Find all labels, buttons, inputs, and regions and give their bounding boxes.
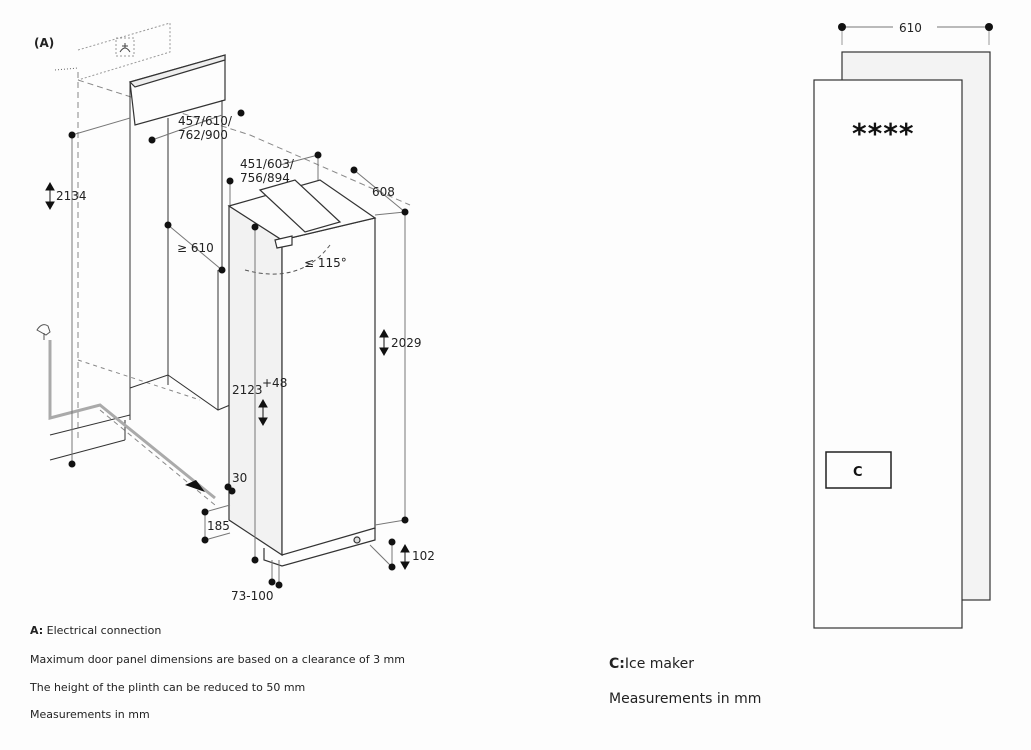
dimension-lines xyxy=(71,114,406,585)
door-opening-arc xyxy=(244,244,331,275)
note-text: Measurements in mm xyxy=(30,708,150,721)
note-text: The height of the plinth can be reduced … xyxy=(30,681,306,694)
water-hose xyxy=(48,340,216,500)
note-measurements-right: Measurements in mm xyxy=(609,691,761,707)
note-text: Maximum door panel dimensions are based … xyxy=(30,653,405,666)
note-ice-maker: C:Ice maker xyxy=(609,656,694,672)
note-text: Ice maker xyxy=(624,656,694,672)
width-dot-right xyxy=(985,23,993,31)
callout-a-label: (A) xyxy=(34,36,54,50)
note-door-panel-clearance: Maximum door panel dimensions are based … xyxy=(30,653,405,666)
dim-door-width-line2: 756/894 xyxy=(240,171,290,185)
dim-door-panel-height: 2123 xyxy=(232,383,263,397)
water-tap-icon xyxy=(36,324,51,340)
dim-plinth-depth: 185 xyxy=(207,519,230,533)
dimension-dots xyxy=(68,109,409,589)
ice-maker-label: C xyxy=(853,465,863,480)
dim-toe-kick: 73-100 xyxy=(231,589,274,603)
height-arrow-102-icon xyxy=(400,543,410,571)
height-arrow-2029-icon xyxy=(379,328,389,357)
dim-side-gap: 30 xyxy=(232,471,247,485)
hose-arrow-icon xyxy=(185,480,205,492)
width-dot-left xyxy=(838,23,846,31)
dim-door-panel-tolerance: +48 xyxy=(262,376,287,390)
dim-door-angle: ≤ 115° xyxy=(304,256,347,270)
note-measurements-left: Measurements in mm xyxy=(30,708,150,721)
dim-min-depth: ≥ 610 xyxy=(177,241,214,255)
dim-plinth-height: 102 xyxy=(412,549,435,563)
callout-leader xyxy=(54,67,79,71)
note-text: Measurements in mm xyxy=(609,691,762,707)
note-text: Electrical connection xyxy=(46,624,162,637)
front-door-panel xyxy=(813,79,963,629)
dim-panel-width-line2: 762/900 xyxy=(178,128,228,142)
note-prefix: A: xyxy=(30,624,44,637)
dim-appliance-height: 2029 xyxy=(391,336,422,350)
dim-panel-width-line1: 457/610/ xyxy=(178,114,233,128)
hose-path-dashed xyxy=(99,409,216,506)
dim-front-width: 610 xyxy=(899,21,922,35)
top-panel xyxy=(128,54,226,126)
height-arrow-2134-icon xyxy=(45,181,55,211)
niche-walls xyxy=(49,82,231,461)
dim-door-width-line1: 451/603/ xyxy=(240,157,295,171)
double-arrow-icons xyxy=(45,181,410,571)
star-rating: **** xyxy=(852,117,915,150)
note-prefix: C: xyxy=(609,656,625,672)
height-arrow-2123-icon xyxy=(258,398,268,427)
note-plinth-height: The height of the plinth can be reduced … xyxy=(30,681,305,694)
dim-depth: 608 xyxy=(372,185,395,199)
dim-niche-height: 2134 xyxy=(56,189,87,203)
note-electrical-connection: A: Electrical connection xyxy=(30,624,161,637)
ice-maker-box xyxy=(825,451,892,489)
appliance-body xyxy=(227,179,377,567)
electrical-outlet-icon xyxy=(119,43,131,53)
front-view xyxy=(813,18,993,629)
